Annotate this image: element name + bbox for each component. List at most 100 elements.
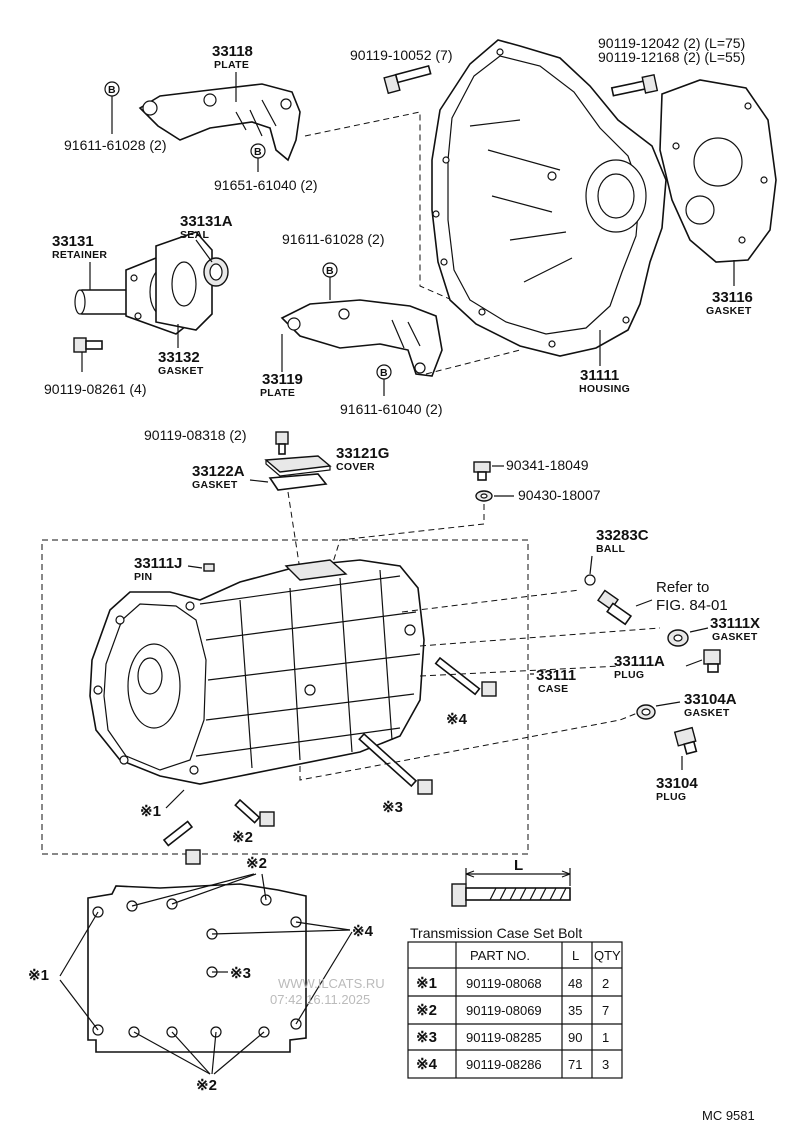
table-cell-mark: ※2 — [416, 1002, 437, 1019]
table-cell-l: 71 — [568, 1057, 582, 1072]
table-cell-part-no: 90119-08069 — [466, 1003, 542, 1018]
part-number-31111: 31111 — [580, 367, 619, 384]
part-name-33104A: GASKET — [684, 707, 730, 719]
bolt-mark-2-drawing — [234, 798, 275, 827]
bolt-mark-3-case: ※3 — [382, 799, 403, 816]
gasket-33116-drawing — [659, 79, 777, 263]
part-number-33132: 33132 — [158, 349, 200, 366]
reference-fig-link[interactable]: FIG. 84-01 — [656, 597, 728, 614]
part-number-90119-08318: 90119-08318 (2) — [144, 427, 246, 443]
part-number-33131: 33131 — [52, 233, 94, 250]
bolt-mark-1-map: ※1 — [28, 967, 49, 984]
svg-text:B: B — [380, 367, 388, 379]
part-number-91611-61028-mid: 91611-61028 (2) — [282, 231, 384, 247]
part-number-33104: 33104 — [656, 775, 698, 792]
part-name-31111: HOUSING — [579, 383, 630, 395]
part-number-33111X: 33111X — [710, 615, 760, 632]
part-number-33116: 33116 — [712, 289, 753, 306]
table-cell-qty: 1 — [602, 1030, 609, 1045]
table-cell-part-no: 90119-08068 — [466, 976, 542, 991]
gasket-33104A-drawing — [636, 704, 656, 720]
part-number-90341-18049: 90341-18049 — [506, 457, 589, 473]
bolt-mark-1-case: ※1 — [140, 803, 161, 820]
part-name-33111: CASE — [538, 683, 568, 695]
watermark-timestamp: 07:42 16.11.2025 — [270, 992, 370, 1007]
svg-text:B: B — [326, 265, 334, 277]
dimension-label-l: L — [514, 857, 523, 874]
plug-33104-drawing — [673, 726, 698, 755]
bolt-90119-08261-drawing — [73, 337, 103, 353]
svg-text:B: B — [108, 84, 116, 96]
pin-33111J-drawing — [203, 563, 215, 572]
bolt-mark-2-case: ※2 — [232, 829, 253, 846]
part-number-90119-12042: 90119-12042 (2) (L=75) — [598, 35, 745, 51]
cover-33121G-drawing — [264, 455, 332, 477]
table-cell-part-no: 90119-08286 — [466, 1057, 542, 1072]
bolt-mark-4-drawing — [434, 656, 497, 697]
plate-33119-drawing — [280, 299, 443, 377]
table-cell-l: 35 — [568, 1003, 582, 1018]
bolt-mark-4-map: ※4 — [352, 923, 374, 940]
case-33111-drawing — [89, 559, 425, 785]
reference-line-1: Refer to — [656, 579, 709, 596]
bolt-position-map — [59, 873, 353, 1075]
table-cell-qty: 3 — [602, 1057, 609, 1072]
circle-b-marker-4: B — [376, 364, 392, 380]
table-cell-mark: ※4 — [416, 1056, 438, 1073]
part-number-33122A: 33122A — [192, 463, 245, 480]
part-number-33104A: 33104A — [684, 691, 737, 708]
part-name-33121G: COVER — [336, 461, 375, 473]
part-number-33131A: 33131A — [180, 213, 233, 230]
table-cell-qty: 7 — [602, 1003, 609, 1018]
ball-33283C-drawing — [584, 574, 596, 586]
bolt-table — [407, 941, 623, 1079]
figure-code: MC 9581 — [702, 1108, 755, 1123]
part-number-33119: 33119 — [262, 371, 303, 388]
table-cell-qty: 2 — [602, 976, 609, 991]
part-number-90119-10052: 90119-10052 (7) — [350, 47, 452, 63]
part-name-33104: PLUG — [656, 791, 686, 803]
part-number-33111A: 33111A — [614, 653, 665, 670]
watermark-site: WWW.ILCATS.RU — [278, 976, 385, 991]
seal-33131A-drawing — [203, 257, 229, 287]
part-number-90430-18007: 90430-18007 — [518, 487, 601, 503]
plug-33111A-drawing — [703, 649, 721, 673]
plug-90341-18049-drawing — [473, 461, 491, 481]
table-cell-part-no: 90119-08285 — [466, 1030, 542, 1045]
svg-text:B: B — [254, 146, 262, 158]
circle-b-marker-1: B — [104, 81, 120, 97]
part-number-91611-61040: 91611-61040 (2) — [340, 401, 442, 417]
bolt-mark-3-map: ※3 — [230, 965, 251, 982]
part-name-33119: PLATE — [260, 387, 295, 399]
housing-31111-drawing — [431, 39, 667, 357]
part-name-33111J: PIN — [134, 571, 152, 583]
part-number-33111J: 33111J — [134, 555, 182, 572]
part-name-33118: PLATE — [214, 59, 249, 71]
part-name-33283C: BALL — [596, 543, 625, 555]
part-number-91611-61028-top: 91611-61028 (2) — [64, 137, 166, 153]
bolt-length-icon — [451, 868, 571, 907]
part-name-33131: RETAINER — [52, 249, 107, 261]
part-name-33132: GASKET — [158, 365, 204, 377]
part-number-33111: 33111 — [536, 667, 576, 684]
circle-b-marker-2: B — [250, 143, 266, 159]
table-header-qty: QTY — [594, 948, 621, 963]
part-name-33116: GASKET — [706, 305, 752, 317]
part-number-33118: 33118 — [212, 43, 253, 60]
part-number-90119-08261: 90119-08261 (4) — [44, 381, 146, 397]
bolt-90119-08318-drawing — [275, 431, 289, 455]
table-cell-mark: ※1 — [416, 975, 437, 992]
washer-90430-18007-drawing — [475, 490, 493, 502]
part-number-33121G: 33121G — [336, 445, 389, 462]
bolt-mark-1-drawing — [162, 820, 201, 865]
table-header-part-no: PART NO. — [470, 948, 530, 963]
bolt-table-title: Transmission Case Set Bolt — [410, 925, 582, 941]
part-name-33111A: PLUG — [614, 669, 644, 681]
part-number-90119-12168: 90119-12168 (2) (L=55) — [598, 49, 745, 65]
bolt-mark-2-map-bottom: ※2 — [196, 1077, 217, 1094]
part-number-33283C: 33283C — [596, 527, 649, 544]
plate-33118-drawing — [138, 83, 301, 162]
bolt-mark-2-map-top: ※2 — [246, 855, 267, 872]
circle-b-marker-3: B — [322, 262, 338, 278]
